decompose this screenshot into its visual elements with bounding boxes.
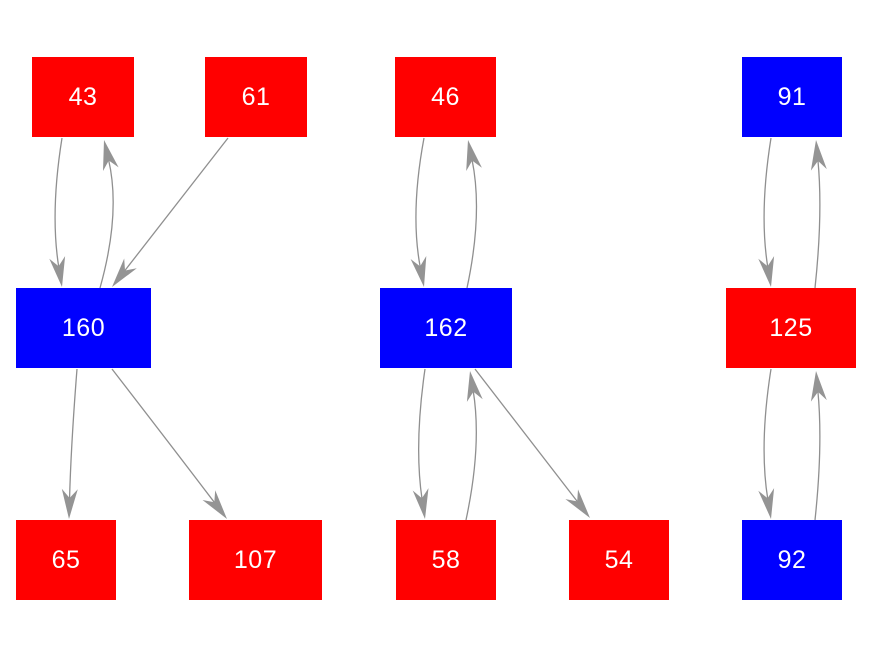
- edge-46-162: [415, 137, 425, 268]
- arrowhead-162-58: [412, 488, 429, 519]
- edge-162-58: [418, 368, 426, 500]
- arrowhead-43-160: [49, 256, 66, 287]
- arrowhead-125-92: [758, 488, 775, 519]
- node-label: 92: [777, 545, 807, 574]
- edge-91-125: [763, 137, 772, 268]
- arrowhead-125-91: [810, 140, 827, 171]
- edge-125-91: [814, 159, 821, 289]
- graph-node-54: 54: [569, 520, 669, 600]
- edge-162-46: [466, 159, 478, 289]
- graph-node-61: 61: [205, 57, 307, 137]
- node-label: 107: [233, 545, 278, 574]
- graph-node-46: 46: [395, 57, 496, 137]
- node-label: 91: [777, 82, 807, 111]
- arrowhead-160-43: [103, 140, 119, 171]
- arrowhead-46-162: [410, 256, 427, 287]
- edge-125-92: [763, 368, 772, 500]
- node-label: 58: [431, 545, 461, 574]
- graph-node-58: 58: [396, 520, 496, 600]
- node-label: 54: [604, 545, 634, 574]
- edge-43-160: [54, 137, 63, 268]
- node-label: 160: [61, 313, 106, 342]
- graph-node-160: 160: [16, 288, 151, 368]
- arrowhead-58-162: [466, 371, 483, 402]
- arrowhead-162-46: [466, 140, 482, 171]
- graph-node-125: 125: [726, 288, 856, 368]
- graph-node-162: 162: [380, 288, 512, 368]
- arrowhead-160-107: [202, 490, 227, 519]
- graph-node-43: 43: [32, 57, 134, 137]
- node-label: 61: [241, 82, 271, 111]
- arrowhead-160-65: [61, 488, 78, 519]
- arrowhead-92-125: [810, 371, 827, 402]
- edge-160-43: [99, 159, 114, 289]
- node-label: 65: [51, 545, 81, 574]
- edge-160-65: [68, 368, 78, 500]
- graph-node-91: 91: [742, 57, 842, 137]
- graph-node-92: 92: [742, 520, 842, 600]
- edge-92-125: [814, 390, 821, 521]
- edge-58-162: [465, 390, 477, 521]
- arrowhead-162-54: [565, 489, 590, 518]
- node-label: 125: [769, 313, 813, 342]
- arrowhead-61-160: [112, 258, 137, 287]
- edge-162-54: [474, 368, 579, 503]
- node-label: 162: [424, 313, 468, 342]
- node-label: 43: [68, 82, 98, 111]
- graph-node-107: 107: [189, 520, 322, 600]
- graph-node-65: 65: [16, 520, 116, 600]
- edge-61-160: [123, 137, 229, 272]
- arrowhead-91-125: [758, 256, 775, 287]
- edge-160-107: [111, 368, 216, 504]
- node-label: 46: [431, 82, 460, 111]
